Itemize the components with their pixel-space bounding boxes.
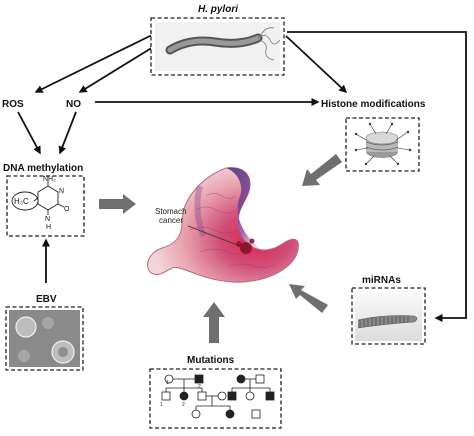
gray-arrow-histone-to-stomach xyxy=(302,154,342,186)
arrow-ros-to-dna xyxy=(17,111,41,155)
arrow-hpylori-to-histone xyxy=(285,35,348,94)
ebv-micrograph-image xyxy=(9,310,80,367)
node-label-no: NO xyxy=(66,99,81,110)
methyl-group-label: H₃C xyxy=(14,197,29,206)
node-label-mirnas: miRNAs xyxy=(362,275,401,286)
nucleosome-image xyxy=(354,122,412,166)
node-label-ros: ROS xyxy=(2,99,24,110)
dna-methylation-image-box xyxy=(6,175,85,237)
node-label-mutations: Mutations xyxy=(187,355,235,366)
pedigree-tiny-label: 1 xyxy=(166,380,169,386)
nitrogen-top-label: N xyxy=(59,188,64,195)
gray-arrow-dna-to-stomach xyxy=(99,194,136,214)
nitrogen-bottom-label: N xyxy=(45,216,50,223)
gray-arrow-mirnas-to-stomach xyxy=(289,284,328,313)
oxygen-label: O xyxy=(64,206,70,213)
arrow-hpylori-to-mirnas xyxy=(287,31,467,322)
arrow-no-to-dna xyxy=(58,111,77,155)
node-label-ebv: EBV xyxy=(36,294,57,305)
node-label-histone-modifications: Histone modifications xyxy=(321,99,426,110)
arrow-hpylori-to-ros xyxy=(34,34,153,93)
tumor-spot xyxy=(236,238,255,254)
h-pylori-bacterium-image xyxy=(155,22,281,71)
hydrogen-label: H xyxy=(46,224,51,231)
pedigree-id-labels: 1 2 1 2 xyxy=(160,380,201,408)
black-arrows xyxy=(17,31,467,322)
pedigree-tiny-label: 2 xyxy=(182,402,185,408)
amine-group-label: NH₂ xyxy=(43,176,56,183)
node-label-h-pylori: H. pylori xyxy=(198,4,238,15)
mirna-hairpin-image xyxy=(355,291,422,341)
node-label-dna-methylation: DNA methylation xyxy=(3,163,83,174)
stomach-cancer-label-line2: cancer xyxy=(159,216,183,225)
pedigree-chart-image xyxy=(161,374,275,419)
stomach-cancer-pointer-line xyxy=(187,225,241,247)
arrow-hpylori-to-no xyxy=(78,43,159,93)
stomach-cancer-label-line1: Stomach xyxy=(155,207,187,216)
methylcytosine-structure: H₃C NH₂ N O N H xyxy=(11,176,70,231)
pedigree-tiny-label: 2 xyxy=(198,384,201,390)
gray-arrow-mutations-to-stomach xyxy=(203,302,225,343)
gray-arrows xyxy=(99,154,342,343)
pedigree-tiny-label: 1 xyxy=(160,402,163,408)
stomach-illustration xyxy=(147,167,299,283)
